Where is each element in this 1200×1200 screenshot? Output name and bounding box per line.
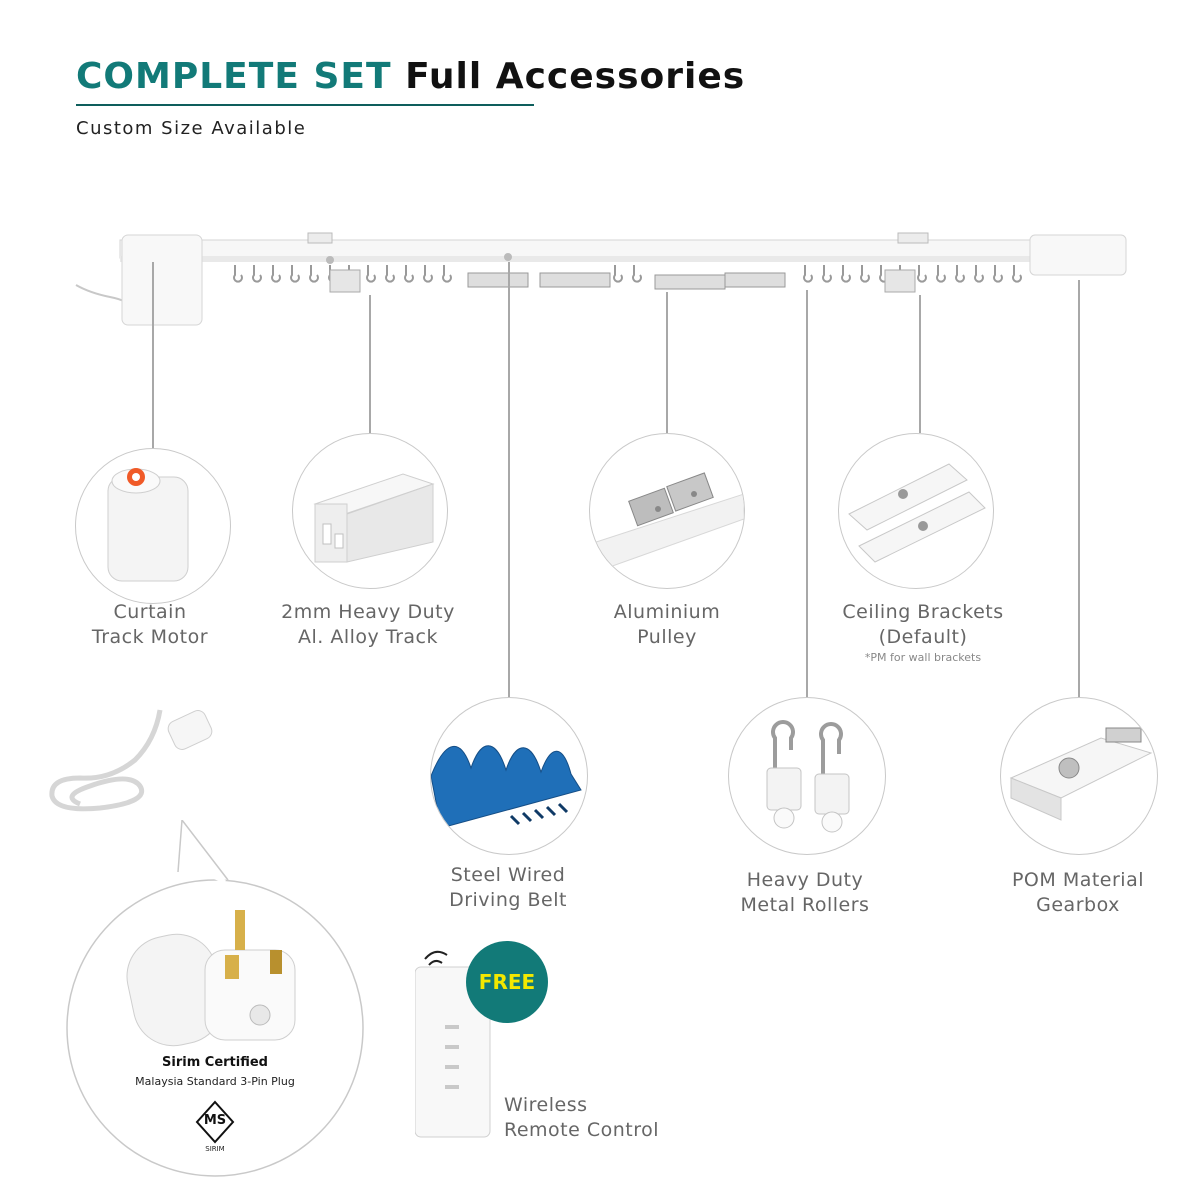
pulley-label-line1: Aluminium	[613, 601, 721, 623]
track-label: 2mm Heavy Duty Al. Alloy Track	[258, 600, 478, 650]
gearbox-image	[1009, 727, 1153, 821]
brackets-label: Ceiling Brackets (Default)	[813, 600, 1033, 650]
pulley-circle	[589, 433, 745, 589]
sirim-logo-caption: SIRIM	[205, 1145, 225, 1153]
rollers-label-line1: Heavy Duty	[746, 869, 864, 891]
curtain-track-illustration	[75, 232, 1127, 326]
plug-image	[126, 910, 296, 1047]
connector-line-pulley	[666, 292, 668, 433]
curtain-motor-image	[107, 468, 189, 582]
driving-belt-image	[431, 745, 582, 829]
gearbox-circle	[1000, 697, 1158, 855]
gearbox-label-line2: Gearbox	[1036, 894, 1120, 916]
motor-label: Curtain Track Motor	[50, 600, 250, 650]
remote-label-line1: Wireless	[504, 1094, 588, 1116]
brackets-label-line1: Ceiling Brackets	[842, 601, 1004, 623]
connector-line-motor	[152, 262, 154, 449]
title-rest: Full Accessories	[405, 56, 746, 97]
power-cable-image	[49, 709, 213, 812]
ms-logo	[195, 1100, 235, 1144]
connector-line-brackets	[919, 295, 921, 433]
rollers-label: Heavy Duty Metal Rollers	[705, 868, 905, 918]
remote-label: Wireless Remote Control	[504, 1093, 674, 1143]
connector-line-rollers	[806, 290, 808, 698]
track-circle	[292, 433, 448, 589]
alloy-track-image	[313, 473, 435, 563]
connector-line-belt	[508, 262, 510, 698]
connector-line-gearbox	[1078, 280, 1080, 698]
brackets-note: *PM for wall brackets	[864, 651, 982, 664]
rollers-label-line2: Metal Rollers	[740, 894, 870, 916]
free-badge: FREE	[466, 941, 548, 1023]
ceiling-brackets-image	[848, 463, 986, 563]
belt-label: Steel Wired Driving Belt	[408, 863, 608, 913]
plug-bubble	[66, 820, 364, 1177]
remote-control-image	[415, 950, 491, 1138]
page-subtitle: Custom Size Available	[76, 118, 307, 139]
brackets-circle	[838, 433, 994, 589]
motor-label-line2: Track Motor	[91, 626, 209, 648]
belt-circle	[430, 697, 588, 855]
brackets-label-line2: (Default)	[878, 626, 968, 648]
rollers-circle	[728, 697, 886, 855]
belt-label-line2: Driving Belt	[449, 889, 567, 911]
belt-label-line1: Steel Wired	[450, 864, 566, 886]
metal-rollers-image	[766, 720, 850, 833]
sirim-subtitle: Malaysia Standard 3-Pin Plug	[135, 1075, 295, 1088]
sirim-title: Sirim Certified	[162, 1055, 268, 1070]
pulley-label: Aluminium Pulley	[567, 600, 767, 650]
gearbox-label: POM Material Gearbox	[978, 868, 1178, 918]
track-label-line2: Al. Alloy Track	[297, 626, 439, 648]
page-title: COMPLETE SET Full Accessories	[76, 56, 745, 97]
remote-label-line2: Remote Control	[504, 1119, 660, 1141]
gearbox-label-line1: POM Material	[1011, 869, 1145, 891]
title-underline	[76, 104, 534, 106]
motor-circle	[75, 448, 231, 604]
wifi-icon	[424, 950, 448, 960]
aluminium-pulley-image	[590, 472, 744, 575]
ms-logo-text: MS	[203, 1113, 227, 1128]
title-highlight: COMPLETE SET	[76, 56, 392, 97]
track-label-line1: 2mm Heavy Duty	[281, 601, 455, 623]
connector-line-track	[369, 295, 371, 433]
pulley-label-line2: Pulley	[637, 626, 697, 648]
motor-label-line1: Curtain	[113, 601, 187, 623]
